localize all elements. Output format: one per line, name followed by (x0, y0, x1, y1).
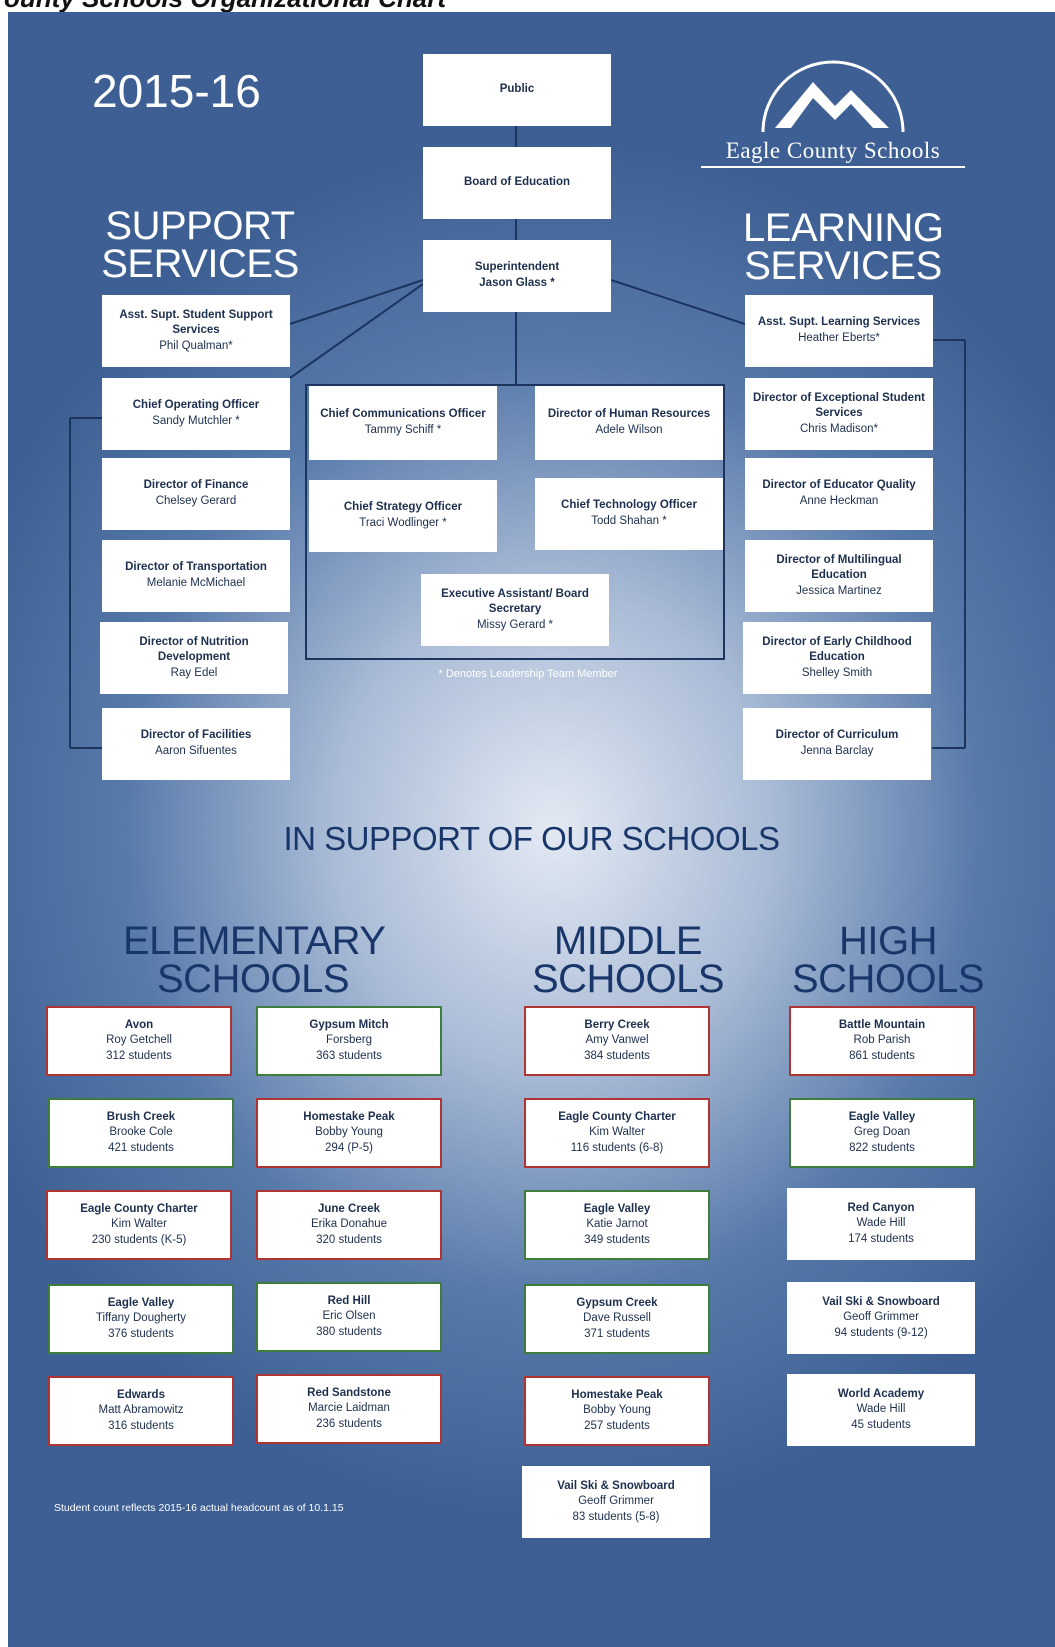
org-box-asst-supt-student-support: Asst. Supt. Student Support Services Phi… (102, 295, 290, 367)
school-card-eagle-valley-high: Eagle Valley Greg Doan 822 students (789, 1098, 975, 1168)
school-card-gypsum-creek: Gypsum Creek Dave Russell 371 students (524, 1284, 710, 1354)
headcount-footnote: Student count reflects 2015-16 actual he… (54, 1502, 344, 1514)
school-card-eagle-county-charter-middle: Eagle County Charter Kim Walter 116 stud… (524, 1098, 710, 1168)
leadership-note: * Denotes Leadership Team Member (438, 668, 618, 680)
elementary-schools-title: ELEMENTARY SCHOOLS (123, 919, 386, 1001)
connector-lines (69, 124, 966, 749)
org-box-director-transportation: Director of Transportation Melanie McMic… (102, 540, 290, 612)
org-box-director-educator-quality: Director of Educator Quality Anne Heckma… (745, 458, 933, 530)
org-box-director-nutrition: Director of Nutrition Development Ray Ed… (100, 622, 288, 694)
org-box-director-multilingual: Director of Multilingual Education Jessi… (745, 540, 933, 612)
learning-services-title: LEARNING SERVICES (743, 206, 944, 288)
school-card-berry-creek: Berry Creek Amy Vanwel 384 students (524, 1006, 710, 1076)
logo-rule (701, 166, 965, 168)
org-box-director-human-resources: Director of Human Resources Adele Wilson (535, 386, 723, 460)
document-header-partial: ounty Schools Organizational Chart (0, 0, 1055, 12)
school-card-june-creek: June Creek Erika Donahue 320 students (256, 1190, 442, 1260)
school-card-homestake-peak-middle: Homestake Peak Bobby Young 257 students (524, 1376, 710, 1446)
logo-wordmark: Eagle County Schools (725, 138, 941, 163)
mountain-logo-icon (761, 60, 905, 133)
school-card-brush-creek: Brush Creek Brooke Cole 421 students (48, 1098, 234, 1168)
org-box-director-curriculum: Director of Curriculum Jenna Barclay (743, 708, 931, 780)
org-box-chief-communications: Chief Communications Officer Tammy Schif… (309, 386, 497, 460)
school-card-avon: Avon Roy Getchell 312 students (46, 1006, 232, 1076)
middle-schools-title: MIDDLE SCHOOLS (531, 919, 725, 1001)
org-box-superintendent: Superintendent Jason Glass * (423, 240, 611, 312)
org-chart-poster: 2015-16 Eagle County Schools SUPPORT SER… (8, 12, 1055, 1647)
header-partial-text: ounty Schools Organizational Chart (4, 0, 446, 12)
org-box-board-of-education: Board of Education (423, 147, 611, 219)
org-box-director-early-childhood: Director of Early Childhood Education Sh… (743, 622, 931, 694)
org-box-public: Public (423, 54, 611, 126)
org-box-chief-strategy-officer: Chief Strategy Officer Traci Wodlinger * (309, 480, 497, 552)
year-label: 2015-16 (92, 65, 261, 117)
school-card-gypsum-mitch: Gypsum Mitch Forsberg 363 students (256, 1006, 442, 1076)
org-box-director-finance: Director of Finance Chelsey Gerard (102, 458, 290, 530)
school-card-world-academy: World Academy Wade Hill 45 students (787, 1374, 975, 1446)
org-box-asst-supt-learning: Asst. Supt. Learning Services Heather Eb… (745, 295, 933, 367)
school-card-eagle-county-charter-elementary: Eagle County Charter Kim Walter 230 stud… (46, 1190, 232, 1260)
school-card-homestake-peak-elementary: Homestake Peak Bobby Young 294 (P-5) (256, 1098, 442, 1168)
org-box-executive-assistant: Executive Assistant/ Board Secretary Mis… (421, 574, 609, 646)
school-card-vail-ski-snowboard-high: Vail Ski & Snowboard Geoff Grimmer 94 st… (787, 1282, 975, 1354)
school-card-eagle-valley-elementary: Eagle Valley Tiffany Dougherty 376 stude… (48, 1284, 234, 1354)
eagle-county-schools-logo: Eagle County Schools (693, 54, 973, 174)
school-card-red-sandstone: Red Sandstone Marcie Laidman 236 student… (256, 1374, 442, 1444)
school-card-eagle-valley-middle: Eagle Valley Katie Jarnot 349 students (524, 1190, 710, 1260)
org-box-chief-operating-officer: Chief Operating Officer Sandy Mutchler * (102, 378, 290, 450)
school-card-battle-mountain: Battle Mountain Rob Parish 861 students (789, 1006, 975, 1076)
school-card-edwards: Edwards Matt Abramowitz 316 students (48, 1376, 234, 1446)
org-box-director-facilities: Director of Facilities Aaron Sifuentes (102, 708, 290, 780)
school-card-vail-ski-snowboard-middle: Vail Ski & Snowboard Geoff Grimmer 83 st… (522, 1466, 710, 1538)
in-support-heading: IN SUPPORT OF OUR SCHOOLS (283, 820, 780, 857)
school-card-red-canyon: Red Canyon Wade Hill 174 students (787, 1188, 975, 1260)
org-box-chief-technology-officer: Chief Technology Officer Todd Shahan * (535, 478, 723, 550)
org-box-director-exceptional-student-services: Director of Exceptional Student Services… (745, 378, 933, 450)
central-office-frame (305, 384, 725, 660)
support-services-title: SUPPORT SERVICES (101, 204, 299, 286)
school-card-red-hill: Red Hill Eric Olsen 380 students (256, 1282, 442, 1352)
high-schools-title: HIGH SCHOOLS (791, 919, 985, 1001)
